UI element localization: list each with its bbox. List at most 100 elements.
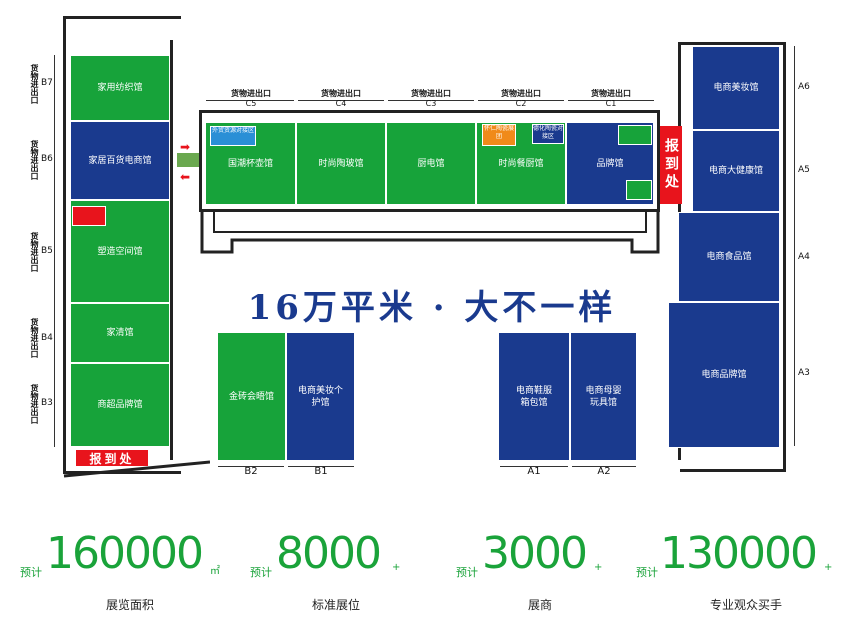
stat-area: 预计 160000 ㎡ 展览面积 [20, 528, 220, 618]
hall-a3[interactable]: 电商品牌馆 [668, 302, 780, 448]
registration-right[interactable]: 报到处 [660, 126, 682, 204]
hall-c4[interactable]: 时尚陶玻馆 [296, 122, 386, 205]
top-building-base [200, 212, 660, 254]
gate-code-c5: C5 [245, 99, 257, 108]
stat-visitors-prefix: 预计 [636, 566, 658, 579]
gate-code-b5: B5 [41, 246, 53, 256]
gate-code-c4: C4 [335, 99, 347, 108]
gate-label-c1: 货物进出口 [591, 89, 631, 98]
hall-b4-name: 家清馆 [106, 328, 134, 338]
gate-label-b4: 货物进出口 [30, 318, 39, 358]
stat-exhibitors-suffix: + [594, 562, 603, 573]
gate-label-c3: 货物进出口 [411, 89, 451, 98]
hall-b6[interactable]: 家居百货电商馆 [70, 121, 170, 200]
gate-code-c2: C2 [515, 99, 527, 108]
hall-a1-name: 电商鞋服箱包馆 [515, 385, 552, 408]
stat-exhibitors-label: 展商 [527, 598, 552, 612]
gate-code-a1: A1 [527, 466, 541, 477]
stat-booths: 预计 8000 + 标准展位 [250, 528, 410, 618]
left-building-bottom-slant [63, 460, 210, 478]
gate-ruler-b2 [218, 466, 284, 470]
gate-code-a6: A6 [798, 82, 810, 92]
c5-badge-label: 外贸资源对接区 [211, 127, 254, 134]
c5-badge: 外贸资源对接区 [210, 126, 256, 146]
gate-label-c4: 货物进出口 [321, 89, 361, 98]
stat-booths-suffix: + [392, 562, 401, 573]
gate-code-b7: B7 [41, 78, 53, 88]
stat-exhibitors-value: 3000 [482, 528, 588, 579]
hall-c3[interactable]: 厨电馆 [386, 122, 476, 205]
hall-a6-name: 电商美妆馆 [713, 83, 759, 93]
hall-b1[interactable]: 电商美妆个护馆 [286, 332, 355, 461]
gate-code-b4: B4 [41, 333, 53, 343]
gate-ruler-a1 [500, 466, 568, 470]
gate-code-a5: A5 [798, 165, 810, 175]
gate-code-c3: C3 [425, 99, 437, 108]
stat-booths-value: 8000 [276, 528, 382, 579]
hall-b6-name: 家居百货电商馆 [88, 155, 152, 166]
hall-c1-name: 品牌馆 [596, 158, 624, 169]
stat-visitors-value: 130000 [660, 528, 818, 579]
stat-area-prefix: 预计 [20, 566, 42, 579]
stat-exhibitors-prefix: 预计 [456, 566, 478, 579]
gate-ruler-b1 [288, 466, 354, 470]
hall-b2-name: 金砖会晤馆 [228, 391, 274, 402]
gate-code-b2: B2 [244, 466, 258, 477]
hall-a4-name: 电商食品馆 [706, 252, 752, 262]
stat-visitors: 预计 130000 + 专业观众买手 [636, 528, 836, 618]
gate-code-a2: A2 [597, 466, 611, 477]
c2-badge-blue-label: 德化陶瓷对接区 [533, 125, 564, 140]
registration-left[interactable]: 报到处 [76, 450, 148, 466]
arrow-left-icon: ⬅ [180, 170, 191, 184]
right-gate-ruler [794, 46, 798, 446]
hall-a5[interactable]: 电商大健康馆 [692, 130, 780, 212]
stat-visitors-label: 专业观众买手 [709, 598, 782, 612]
hall-b5-name: 塑造空间馆 [97, 246, 143, 257]
hall-c3-name: 厨电馆 [417, 158, 445, 169]
stat-exhibitors: 预计 3000 + 展商 [456, 528, 616, 618]
gate-ruler-a2 [572, 466, 636, 470]
c2-badge-blue: 德化陶瓷对接区 [532, 124, 564, 144]
b5-red-badge [72, 206, 106, 226]
gate-code-c1: C1 [605, 99, 617, 108]
gate-code-b1: B1 [314, 466, 328, 477]
stat-area-value: 160000 [46, 528, 204, 579]
gate-code-b6: B6 [41, 154, 53, 164]
hall-a2-name: 电商母婴玩具馆 [585, 385, 622, 408]
hall-c5-name: 国潮杯壶馆 [227, 158, 273, 169]
gate-ruler-c2 [478, 100, 564, 104]
connector-badge [176, 152, 200, 168]
stat-booths-prefix: 预计 [250, 566, 272, 579]
gate-label-b3: 货物进出口 [30, 384, 39, 424]
registration-right-label: 报到处 [663, 138, 679, 192]
hall-c4-name: 时尚陶玻馆 [318, 158, 364, 169]
stat-area-suffix: ㎡ [210, 566, 220, 577]
c1-badge-bottom [626, 180, 652, 200]
hall-b3[interactable]: 商超品牌馆 [70, 363, 170, 447]
hall-b7-name: 家用纺织馆 [97, 83, 143, 93]
gate-code-b3: B3 [41, 398, 53, 408]
gate-code-a3: A3 [798, 368, 810, 378]
arrow-right-icon: ➡ [180, 140, 191, 154]
hall-a5-name: 电商大健康馆 [708, 166, 763, 176]
gate-code-a4: A4 [798, 252, 810, 262]
gate-label-b7: 货物进出口 [30, 64, 39, 104]
registration-left-label: 报到处 [89, 451, 135, 466]
hall-b3-name: 商超品牌馆 [97, 400, 143, 410]
slogan: 16万平米 · 大不一样 [247, 288, 617, 328]
stat-visitors-suffix: + [824, 562, 833, 573]
hall-b7[interactable]: 家用纺织馆 [70, 55, 170, 121]
hall-a4[interactable]: 电商食品馆 [678, 212, 780, 302]
stat-booths-label: 标准展位 [311, 598, 360, 612]
hall-a2[interactable]: 电商母婴玩具馆 [570, 332, 637, 461]
hall-b2[interactable]: 金砖会晤馆 [217, 332, 286, 461]
gate-ruler-c1 [568, 100, 654, 104]
gate-ruler-c5 [206, 100, 294, 104]
gate-label-b5: 货物进出口 [30, 232, 39, 272]
gate-ruler-c4 [298, 100, 384, 104]
hall-b1-name: 电商美妆个护馆 [297, 385, 343, 408]
hall-a6[interactable]: 电商美妆馆 [692, 46, 780, 130]
hall-a3-name: 电商品牌馆 [701, 370, 747, 380]
hall-b4[interactable]: 家清馆 [70, 303, 170, 363]
hall-a1[interactable]: 电商鞋服箱包馆 [498, 332, 570, 461]
